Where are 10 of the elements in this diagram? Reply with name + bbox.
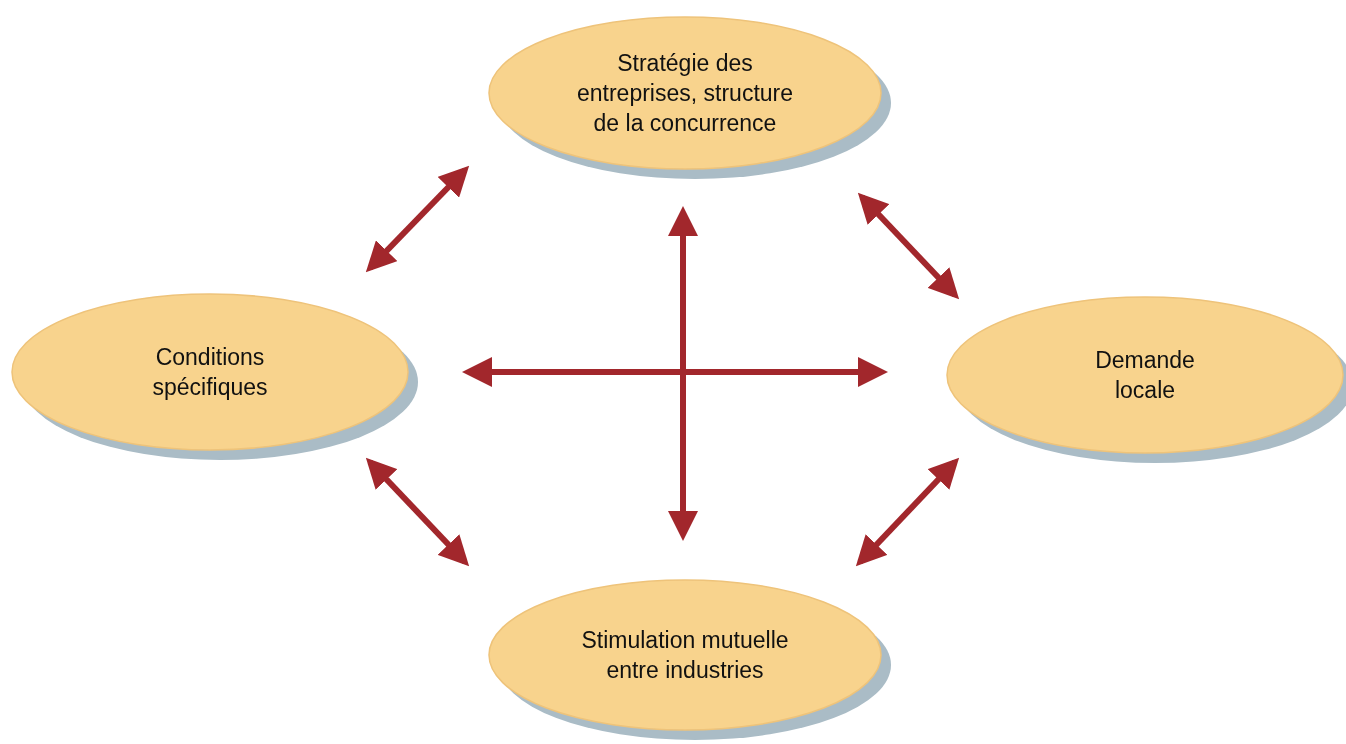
node-label: Stratégie des entreprises, structure de la concurrence <box>576 49 794 138</box>
double-arrow <box>365 165 470 273</box>
double-arrow <box>855 457 960 567</box>
node-label: Demande locale <box>1094 346 1196 405</box>
double-arrow <box>462 357 888 387</box>
double-arrow <box>857 192 960 300</box>
node-label: Conditions spécifiques <box>151 343 269 402</box>
double-arrow <box>365 457 470 567</box>
node-label: Stimulation mutuelle entre industries <box>580 626 790 685</box>
double-arrow <box>668 206 698 541</box>
